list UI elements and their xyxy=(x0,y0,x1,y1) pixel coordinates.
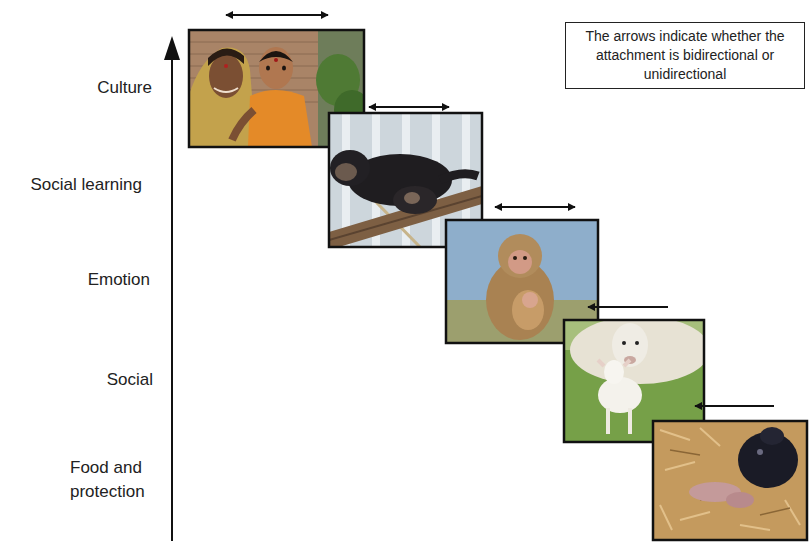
bidirectional-arrow xyxy=(369,106,449,108)
axis-label: Social xyxy=(107,368,153,392)
bidirectional-arrow xyxy=(226,14,328,16)
axis-label: Culture xyxy=(97,76,152,100)
axis-label: Social learning xyxy=(30,173,142,197)
unidirectional-arrow xyxy=(695,405,774,407)
note-box: The arrows indicate whether the attachme… xyxy=(565,22,805,89)
note-text: The arrows indicate whether the attachme… xyxy=(574,27,796,84)
axis-label: Emotion xyxy=(88,268,150,292)
bidirectional-arrow xyxy=(495,206,575,208)
unidirectional-arrow xyxy=(588,306,668,308)
photo-mouse xyxy=(653,421,807,540)
axis-arrow xyxy=(164,36,180,541)
axis-label: Food and protection xyxy=(70,456,150,504)
